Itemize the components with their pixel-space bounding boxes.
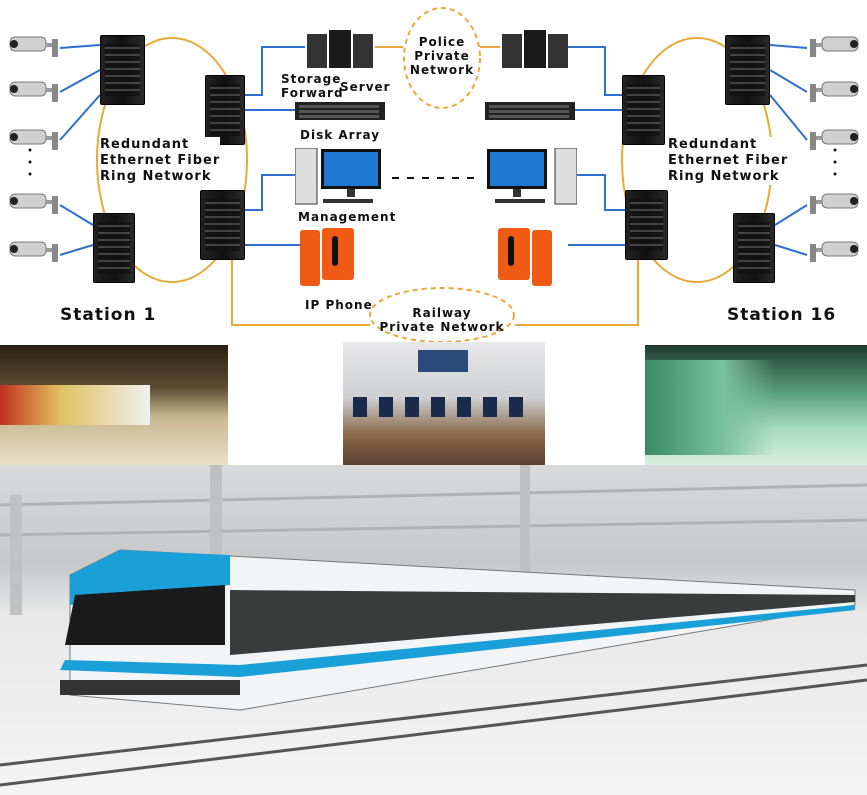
train-illustration	[0, 465, 867, 787]
ip-camera-icon	[8, 192, 60, 216]
disk-array-icon	[485, 102, 575, 120]
railway-network-label: Railway Private Network	[372, 306, 512, 334]
metro-train-photo	[0, 465, 867, 795]
label-line: Private	[414, 49, 470, 63]
label-line: Private Network	[379, 320, 505, 334]
ip-camera-icon	[808, 128, 860, 152]
ip-camera-icon	[808, 192, 860, 216]
ring-label-line: Redundant	[100, 137, 190, 152]
switch-left-4	[93, 213, 135, 283]
private-network-links	[231, 46, 639, 326]
ring-label-line: Redundant	[668, 137, 758, 152]
storage-forward-label: Storage Forward	[281, 72, 344, 100]
label-line: Network	[409, 63, 475, 77]
switch-right-4	[733, 213, 775, 283]
more-cameras-dots	[28, 148, 837, 176]
ip-camera-icon	[8, 240, 60, 264]
switch-left-3	[200, 190, 245, 260]
ip-camera-icon	[8, 128, 60, 152]
station-16-platform-photo	[645, 345, 867, 465]
ip-phone-label: IP Phone	[305, 298, 373, 312]
ip-camera-icon	[8, 35, 60, 59]
management-pc-icon	[487, 148, 577, 205]
label-line: Forward	[281, 86, 344, 100]
ring-label-line: Ring Network	[668, 169, 780, 184]
station-16-label: Station 16	[727, 305, 837, 325]
server-icon	[307, 30, 373, 68]
server-icon	[502, 30, 568, 68]
switch-left-1	[100, 35, 145, 105]
control-room-photo	[343, 342, 545, 465]
switch-left-2	[205, 75, 245, 145]
disk-array-icon	[295, 102, 385, 120]
disk-array-label: Disk Array	[300, 128, 381, 142]
label-line: Storage	[281, 72, 342, 86]
ip-camera-icon	[808, 35, 860, 59]
management-pc-icon	[295, 148, 381, 205]
switch-right-3	[625, 190, 668, 260]
ip-phone-icon	[498, 228, 552, 286]
police-network-ellipse	[403, 7, 481, 109]
left-ring-label: Redundant Ethernet Fiber Ring Network	[100, 137, 221, 185]
ip-camera-icon	[808, 240, 860, 264]
switch-right-2	[622, 75, 665, 145]
police-network-label: Police Private Network	[404, 35, 480, 77]
ring-label-line: Ethernet Fiber	[100, 153, 221, 168]
network-links	[28, 7, 837, 343]
ip-camera-icon	[808, 80, 860, 104]
left-fiber-ring	[96, 37, 248, 283]
right-ring-label: Redundant Ethernet Fiber Ring Network	[668, 137, 789, 185]
switch-right-1	[725, 35, 770, 105]
label-line: Railway	[412, 306, 472, 320]
label-line: Police	[418, 35, 466, 49]
station-1-label: Station 1	[60, 305, 157, 325]
left-camera-links	[59, 44, 808, 256]
ip-camera-icon	[8, 80, 60, 104]
ip-phone-icon	[300, 228, 354, 286]
station-1-platform-photo	[0, 345, 228, 465]
management-label: Management	[298, 210, 397, 224]
server-label: Server	[340, 80, 391, 94]
ring-label-line: Ring Network	[100, 169, 212, 184]
ring-label-line: Ethernet Fiber	[668, 153, 789, 168]
